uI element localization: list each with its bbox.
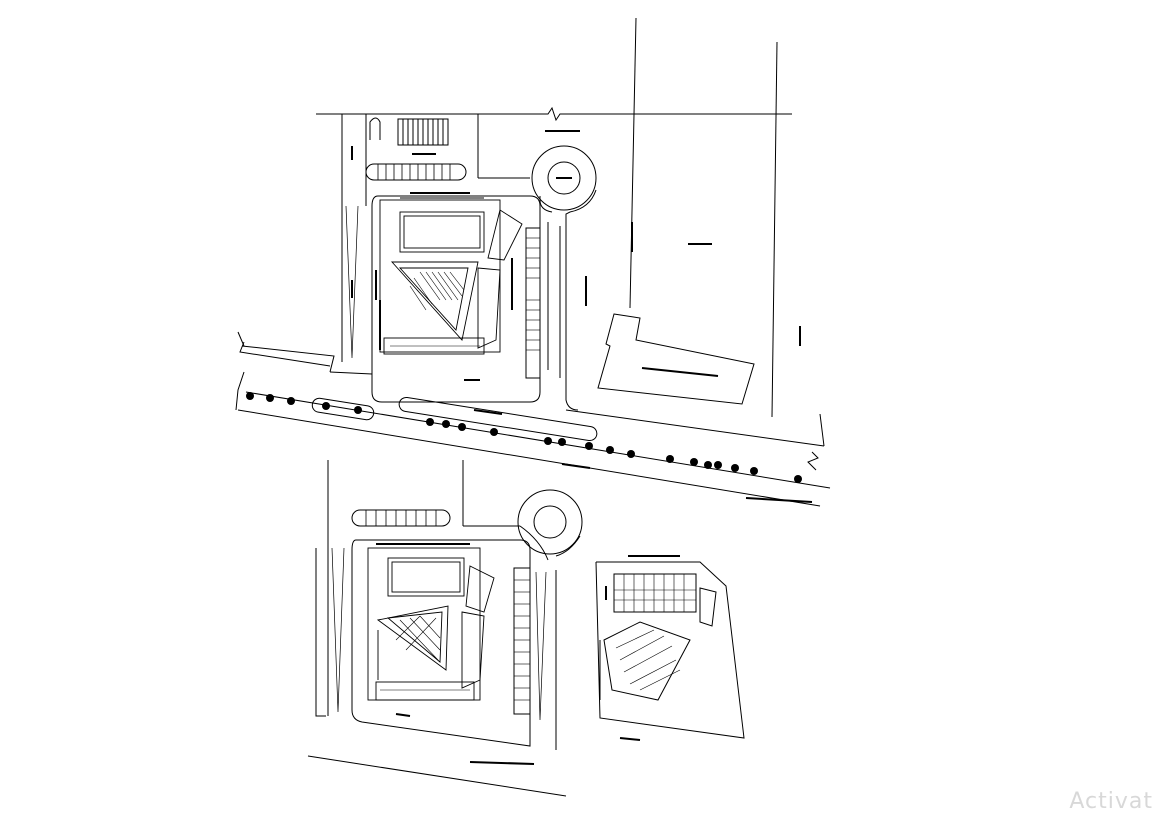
north-parking xyxy=(397,118,449,155)
neighbour-building xyxy=(597,313,755,405)
east-ramp xyxy=(525,227,541,379)
east-boundary-line-1 xyxy=(629,17,637,309)
activation-watermark: Activat xyxy=(1069,789,1153,814)
west-landscape xyxy=(345,205,359,359)
ground-floor-plan xyxy=(307,460,583,797)
street-trees xyxy=(246,392,802,483)
main-road xyxy=(235,331,831,507)
main-building xyxy=(375,192,523,355)
roundabout-north xyxy=(531,145,597,211)
parking-capsule xyxy=(365,163,467,181)
site-plan xyxy=(235,17,831,507)
entry-island xyxy=(369,117,381,140)
building-site-outline xyxy=(371,195,541,403)
upper-floor-plan xyxy=(595,555,745,741)
east-boundary-line-2 xyxy=(771,41,778,418)
north-boundary-line xyxy=(316,106,792,122)
